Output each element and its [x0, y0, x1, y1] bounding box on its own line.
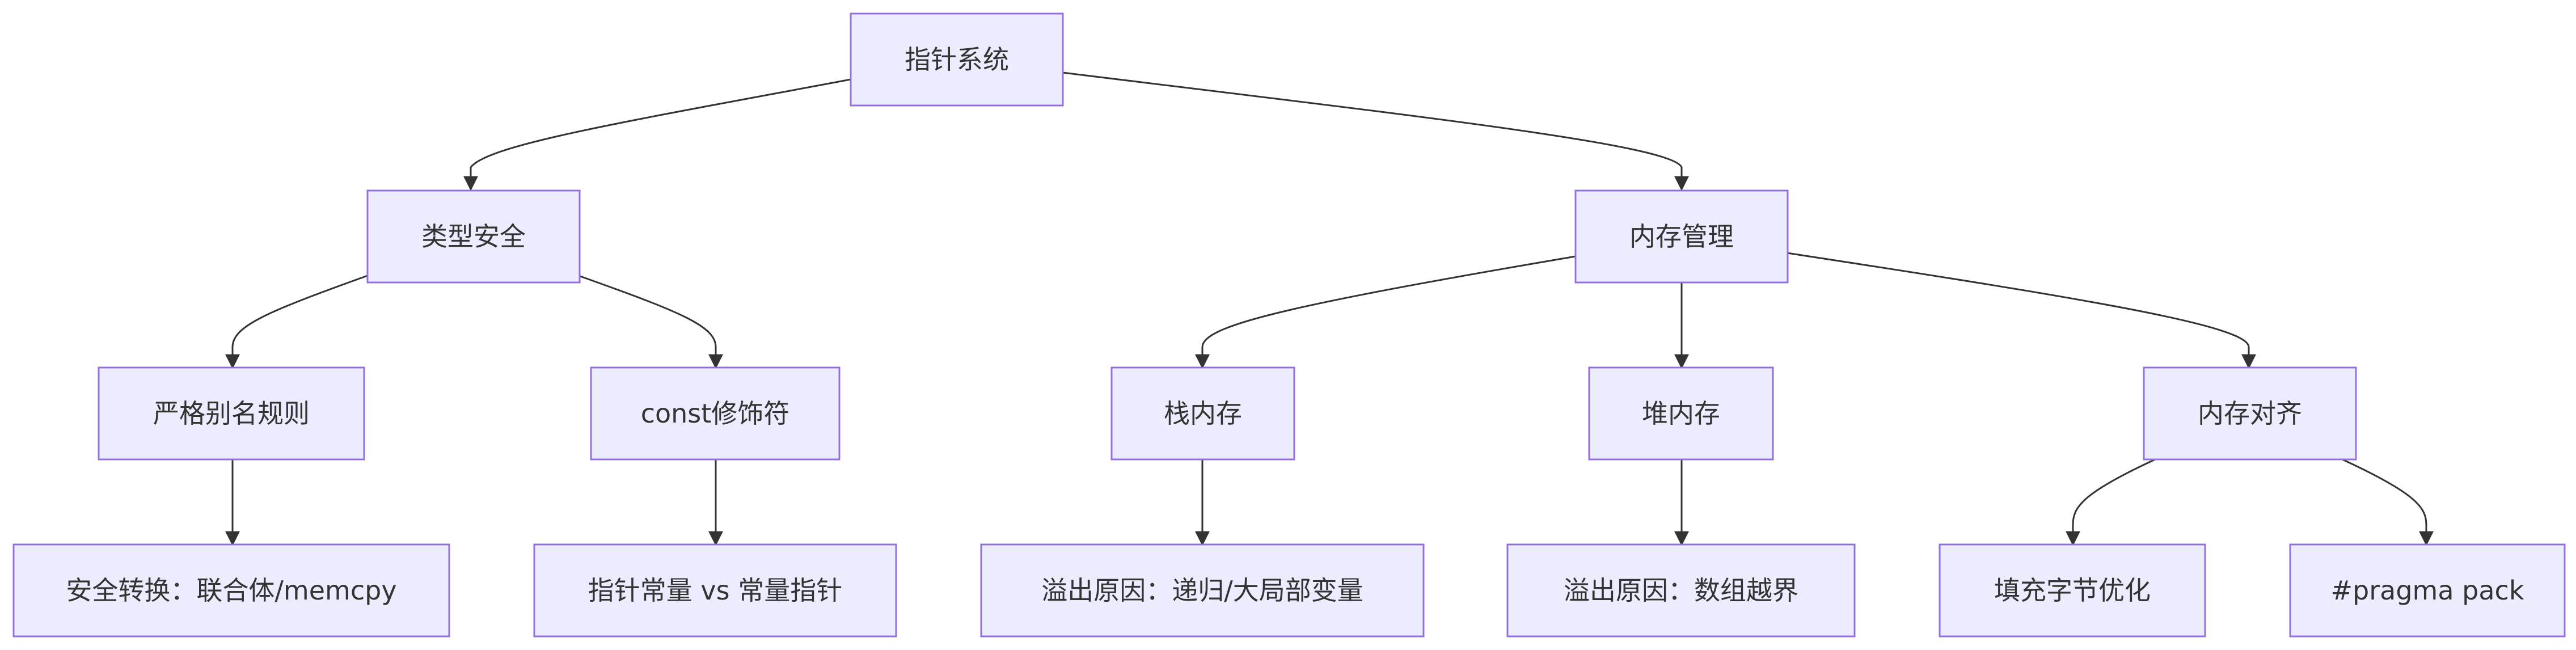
node-strict-alias[interactable]: 严格别名规则 [98, 366, 365, 461]
node-heap-overflow[interactable]: 溢出原因：数组越界 [1506, 543, 1856, 638]
edge-root-to-type-safety [463, 78, 851, 191]
node-type-safety-label: 类型安全 [421, 221, 526, 252]
node-type-safety[interactable]: 类型安全 [366, 189, 581, 284]
node-stack-memory[interactable]: 栈内存 [1110, 366, 1295, 461]
node-strict-alias-label: 严格别名规则 [153, 398, 310, 429]
edges [225, 71, 2434, 546]
edge-align-to-pragma [2342, 458, 2434, 546]
node-safe-convert-label: 安全转换：联合体/memcpy [66, 575, 396, 606]
node-memory-mgmt-label: 内存管理 [1629, 221, 1734, 252]
edge-memory-mgmt-to-stack [1195, 255, 1576, 369]
node-padding-opt-label: 填充字节优化 [1994, 575, 2151, 606]
node-safe-convert[interactable]: 安全转换：联合体/memcpy [12, 543, 450, 638]
node-pragma-pack-label: #pragma pack [2331, 575, 2524, 606]
edge-type-safety-to-const [578, 275, 723, 369]
node-memory-align-label: 内存对齐 [2198, 398, 2302, 429]
node-ptr-const-label: 指针常量 vs 常量指针 [588, 575, 842, 606]
node-const-modifier[interactable]: const修饰符 [590, 366, 841, 461]
node-stack-overflow-label: 溢出原因：递归/大局部变量 [1041, 575, 1363, 606]
edge-type-safety-to-strict-alias [225, 275, 368, 369]
node-root-label: 指针系统 [905, 44, 1009, 75]
node-padding-opt[interactable]: 填充字节优化 [1939, 543, 2206, 638]
node-const-modifier-label: const修饰符 [641, 398, 790, 429]
node-stack-memory-label: 栈内存 [1164, 398, 1242, 429]
node-heap-overflow-label: 溢出原因：数组越界 [1564, 575, 1798, 606]
node-root[interactable]: 指针系统 [850, 12, 1064, 107]
node-heap-memory-label: 堆内存 [1642, 398, 1720, 429]
node-pragma-pack[interactable]: #pragma pack [2289, 543, 2566, 638]
node-stack-overflow[interactable]: 溢出原因：递归/大局部变量 [980, 543, 1425, 638]
node-ptr-const[interactable]: 指针常量 vs 常量指针 [533, 543, 897, 638]
node-memory-mgmt[interactable]: 内存管理 [1574, 189, 1789, 284]
node-memory-align[interactable]: 内存对齐 [2143, 366, 2357, 461]
node-heap-memory[interactable]: 堆内存 [1588, 366, 1774, 461]
edge-root-to-memory-mgmt [1062, 71, 1689, 191]
edge-align-to-padding [2066, 458, 2156, 546]
edge-memory-mgmt-to-align [1787, 252, 2256, 369]
